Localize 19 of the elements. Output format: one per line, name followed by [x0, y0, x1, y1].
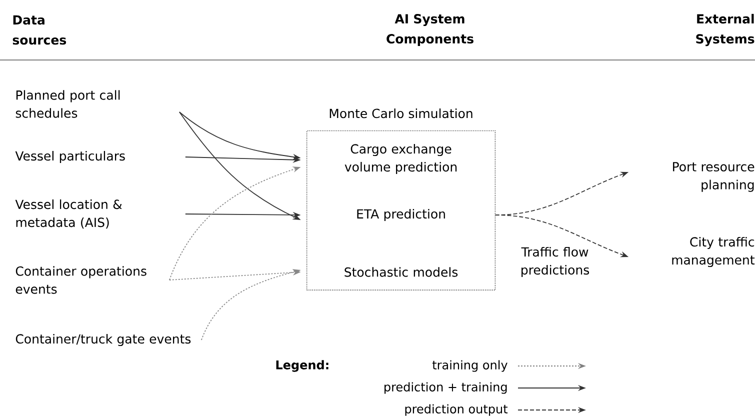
legend-text: prediction output [405, 404, 508, 416]
component-label: Cargo exchange volume prediction [344, 144, 457, 174]
source-label: Container/truck gate events [16, 334, 191, 346]
component-label: ETA prediction [357, 208, 445, 222]
source-label: Planned port call schedules [16, 90, 120, 118]
legend-text: training only [432, 360, 508, 372]
source-label: Container operations events [16, 266, 146, 294]
source-label: Vessel location & metadata (AIS) [15, 199, 122, 229]
source-label: Vessel particulars [15, 150, 125, 164]
node-label: Monte Carlo simulation [330, 108, 472, 118]
annotation: Traffic flow predictions [521, 246, 590, 278]
column-heading: External Systems [696, 14, 754, 46]
system-label: Port resource planning [673, 162, 754, 192]
column-heading: Data sources [12, 15, 66, 45]
component-label: Stochastic models [344, 267, 458, 277]
system-label: City traffic management [672, 236, 754, 268]
legend-title: Legend: [276, 360, 328, 372]
legend-text: prediction + training [384, 382, 507, 394]
column-heading: AI System Components [386, 14, 474, 46]
